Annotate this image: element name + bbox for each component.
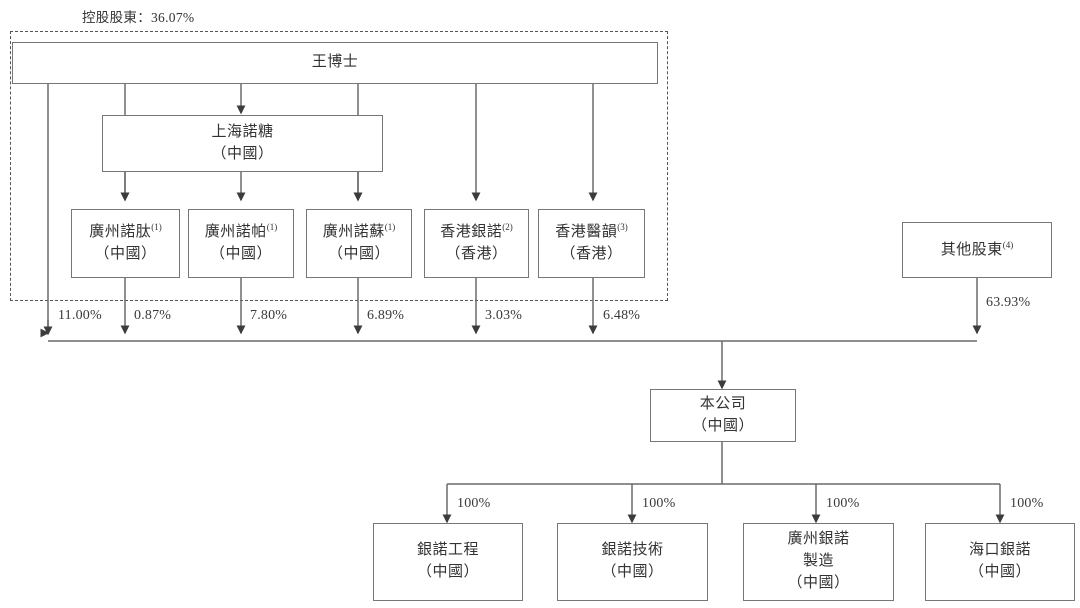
node-the-company-name: 本公司	[699, 395, 747, 412]
node-haikou-yinnuo-name: 海口銀諾	[968, 542, 1031, 559]
node-the-company-jurisdiction: （中國）	[691, 417, 754, 434]
pct-company-to-haikou-yinnuo: 100%	[1010, 496, 1044, 511]
node-hongkong-yinnuo-jurisdiction: （香港）	[445, 246, 508, 262]
pct-guangzhou-nuosu-to-company: 6.89%	[367, 308, 405, 323]
node-guangzhou-yinnuo-manufacturing-jurisdiction: （中國）	[787, 574, 850, 591]
node-hongkong-yinnuo[interactable]: 香港銀諾(2) （香港）	[424, 209, 529, 278]
node-guangzhou-yinnuo-manufacturing[interactable]: 廣州銀諾 製造 （中國）	[743, 523, 894, 601]
pct-hongkong-yiyun-to-company: 6.48%	[603, 308, 641, 323]
node-the-company[interactable]: 本公司 （中國）	[650, 389, 796, 442]
node-hongkong-yiyun-jurisdiction: （香港）	[560, 246, 623, 262]
node-guangzhou-nuopa-name: 廣州諾帕(1)	[204, 222, 278, 241]
controlling-shareholder-group-border	[10, 31, 668, 301]
pct-wang-to-company: 11.00%	[58, 308, 102, 323]
node-haikou-yinnuo-jurisdiction: （中國）	[968, 564, 1031, 580]
node-hongkong-yiyun[interactable]: 香港醫韻(3) （香港）	[538, 209, 645, 278]
node-yinnuo-technology-jurisdiction: （中國）	[601, 564, 664, 580]
node-guangzhou-nuosu[interactable]: 廣州諾蘇(1) （中國）	[306, 209, 412, 278]
node-yinnuo-engineering[interactable]: 銀諾工程 （中國）	[373, 523, 523, 601]
pct-company-to-yinnuo-engineering: 100%	[457, 496, 491, 511]
pct-other-shareholders-to-company: 63.93%	[986, 295, 1031, 310]
node-guangzhou-nuopa[interactable]: 廣州諾帕(1) （中國）	[188, 209, 294, 278]
node-hongkong-yinnuo-name: 香港銀諾(2)	[440, 222, 513, 241]
pct-company-to-yinnuo-technology: 100%	[642, 496, 676, 511]
node-other-shareholders[interactable]: 其他股東(4)	[902, 222, 1052, 278]
node-guangzhou-nuotai-jurisdiction: （中國）	[94, 246, 157, 262]
node-guangzhou-nuopa-jurisdiction: （中國）	[209, 246, 272, 262]
pct-guangzhou-nuopa-to-company: 7.80%	[250, 308, 288, 323]
node-yinnuo-engineering-name: 銀諾工程	[416, 542, 479, 559]
pct-company-to-guangzhou-yinnuo-manufacturing: 100%	[826, 496, 860, 511]
node-wang-doctor[interactable]: 王博士	[12, 42, 658, 84]
node-haikou-yinnuo[interactable]: 海口銀諾 （中國）	[925, 523, 1075, 601]
node-guangzhou-nuotai-name: 廣州諾肽(1)	[89, 222, 162, 241]
controlling-shareholder-caption: 控股股東：36.07%	[82, 10, 195, 25]
node-yinnuo-technology-name: 銀諾技術	[601, 542, 664, 559]
node-guangzhou-yinnuo-manufacturing-name2: 製造	[802, 553, 834, 570]
node-guangzhou-yinnuo-manufacturing-name: 廣州銀諾	[787, 531, 850, 548]
node-hongkong-yiyun-name: 香港醫韻(3)	[555, 222, 628, 241]
node-yinnuo-technology[interactable]: 銀諾技術 （中國）	[557, 523, 708, 601]
node-guangzhou-nuotai[interactable]: 廣州諾肽(1) （中國）	[71, 209, 180, 278]
node-shanghai-nuotang-jurisdiction: （中國）	[211, 145, 274, 162]
node-shanghai-nuotang-name: 上海諾糖	[211, 123, 274, 140]
node-shanghai-nuotang[interactable]: 上海諾糖 （中國）	[102, 115, 383, 172]
node-wang-doctor-name: 王博士	[311, 54, 359, 71]
node-yinnuo-engineering-jurisdiction: （中國）	[416, 564, 479, 580]
node-guangzhou-nuosu-name: 廣州諾蘇(1)	[322, 222, 396, 241]
node-other-shareholders-name: 其他股東(4)	[940, 239, 1014, 258]
node-guangzhou-nuosu-jurisdiction: （中國）	[327, 246, 390, 262]
pct-guangzhou-nuotai-to-company: 0.87%	[134, 308, 172, 323]
pct-hongkong-yinnuo-to-company: 3.03%	[485, 308, 523, 323]
